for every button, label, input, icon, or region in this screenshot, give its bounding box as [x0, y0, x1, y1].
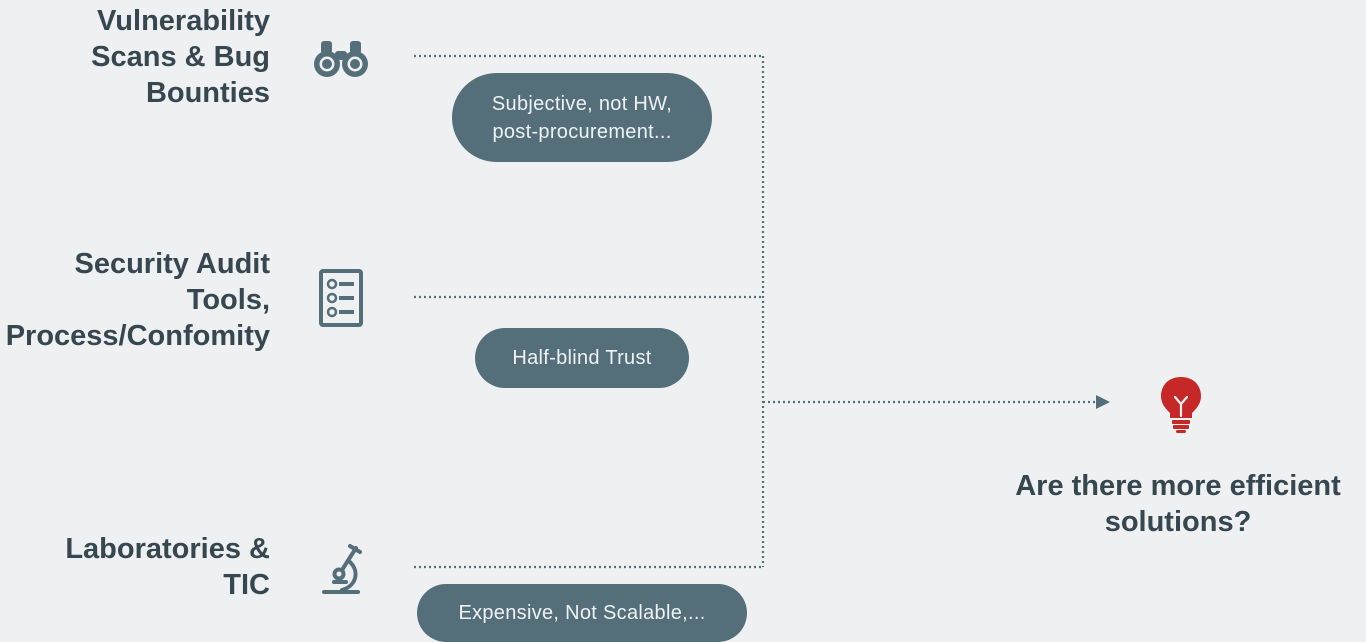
conclusion-line: Are there more efficient	[1015, 470, 1341, 502]
arrowhead	[1096, 395, 1110, 409]
label-line: Vulnerability	[97, 5, 270, 37]
conclusion-question: Are there more efficient solutions?	[990, 468, 1366, 540]
microscope-icon	[322, 544, 362, 594]
label-line: Laboratories &	[65, 533, 270, 565]
conclusion-line: solutions?	[1104, 506, 1252, 538]
label-line: Security Audit	[74, 248, 270, 280]
limitation-pill-expensive: Expensive, Not Scalable,...	[417, 584, 747, 642]
limitation-pill-half-blind-trust: Half-blind Trust	[475, 328, 689, 388]
pill-line: Subjective, not HW,	[491, 92, 673, 115]
label-line: Scans & Bug	[91, 41, 270, 73]
binoculars-icon	[314, 41, 368, 77]
label-line: Process/Confomity	[5, 320, 270, 352]
pill-line: Half-blind Trust	[512, 347, 652, 369]
limitation-pill-subjective: Subjective, not HW, post-procurement...	[452, 73, 712, 162]
pill-line: post-procurement...	[492, 120, 672, 143]
lightbulb-icon	[1161, 377, 1201, 433]
label-line: Bounties	[145, 77, 270, 109]
checklist-icon	[319, 269, 363, 327]
source-label-security-audit: Security Audit Tools, Process/Confomity	[6, 246, 270, 354]
source-label-laboratories: Laboratories & TIC	[65, 531, 270, 603]
pill-line: Expensive, Not Scalable,...	[458, 602, 706, 624]
label-line: TIC	[223, 569, 270, 601]
source-label-vulnerability-scans: Vulnerability Scans & Bug Bounties	[91, 3, 270, 111]
label-line: Tools,	[186, 284, 270, 316]
